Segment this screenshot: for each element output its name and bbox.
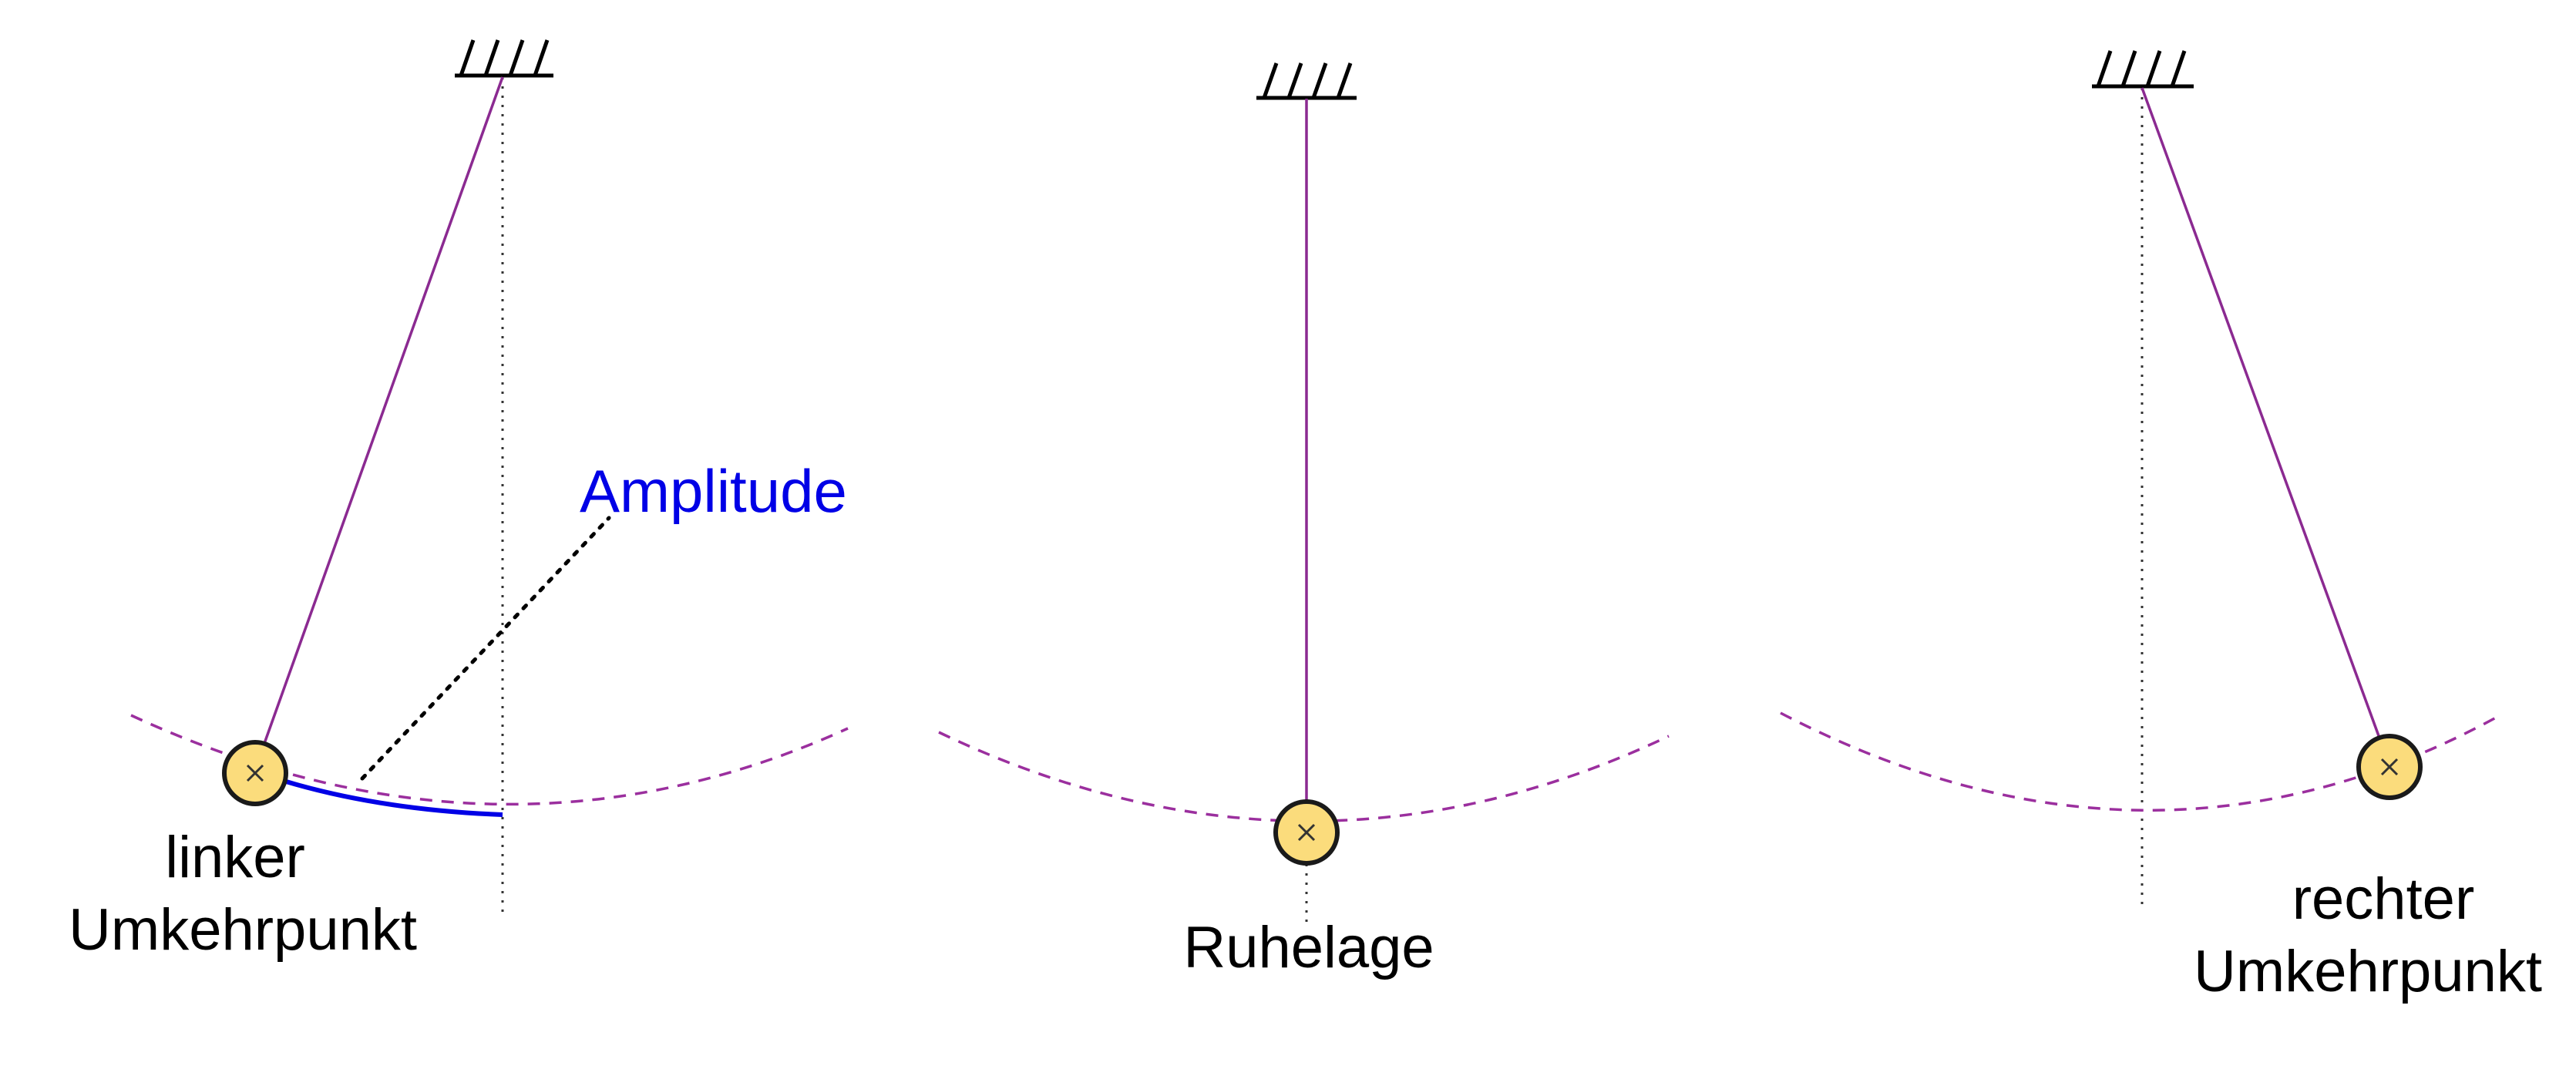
string-left bbox=[254, 76, 504, 770]
swing-arc-middle bbox=[938, 731, 1670, 822]
pendulum-middle: Ruhelage bbox=[938, 62, 1670, 980]
rest-position-label: Ruhelage bbox=[1183, 915, 1434, 980]
bob-center-mark-left bbox=[246, 764, 264, 782]
right-turning-point-label-line1: rechter bbox=[2292, 866, 2475, 932]
ceiling-mount-right bbox=[2092, 50, 2194, 89]
bob-center-mark-right bbox=[2380, 758, 2399, 776]
ceiling-mount-middle bbox=[1256, 62, 1357, 100]
left-turning-point-label-line1: linker bbox=[165, 825, 305, 890]
right-turning-point-label-line2: Umkehrpunkt bbox=[2194, 939, 2542, 1004]
amplitude-label: Amplitude bbox=[580, 457, 847, 525]
pendulum-left: Amplitude linker Umkehrpunkt bbox=[69, 39, 849, 963]
ceiling-mount-left bbox=[455, 39, 553, 78]
left-turning-point-label-line2: Umkehrpunkt bbox=[69, 897, 417, 963]
string-right bbox=[2141, 87, 2391, 766]
amplitude-leader-line bbox=[360, 516, 611, 781]
bob-center-mark-middle bbox=[1297, 823, 1316, 842]
pendulum-right: rechter Umkehrpunkt bbox=[1780, 50, 2542, 1004]
